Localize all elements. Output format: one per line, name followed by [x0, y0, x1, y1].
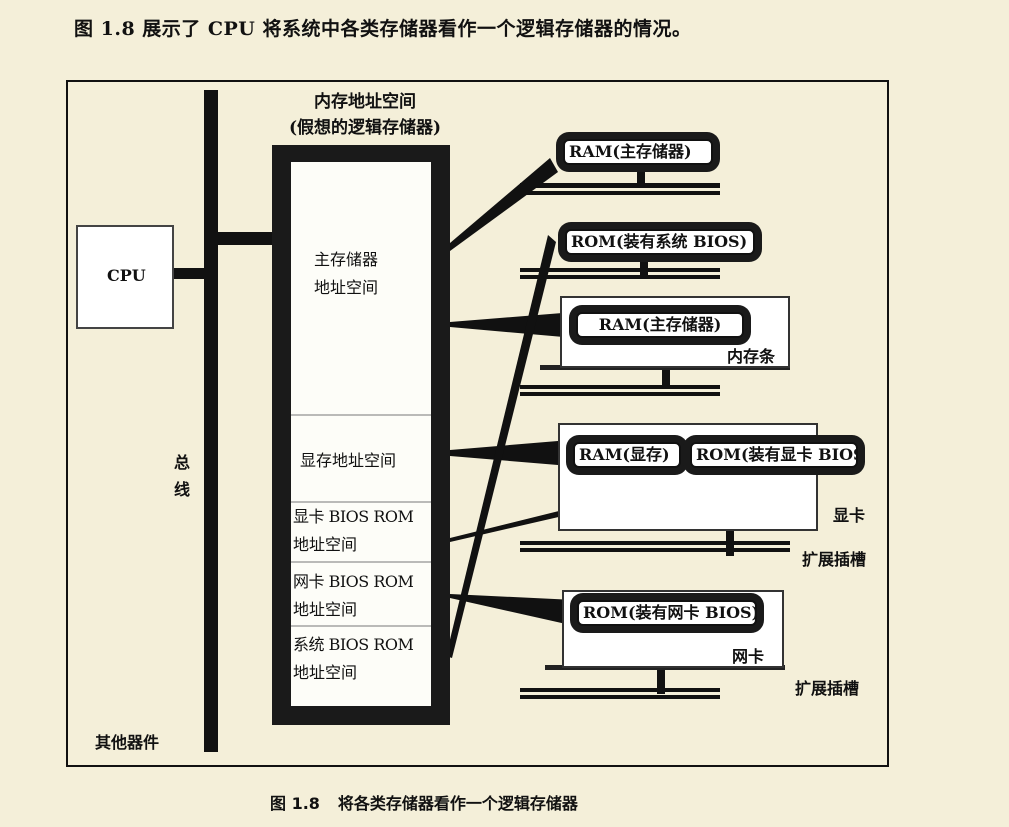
cpu-box [76, 225, 174, 329]
region-sysbios-line2: 地址空间 [293, 663, 358, 682]
slot-rom-sys-a [520, 268, 720, 272]
video-card-label: 显卡 [833, 506, 866, 525]
video-card [558, 423, 818, 531]
intro-text: 图 1.8 展示了 CPU 将系统中各类存储器看作一个逻辑存储器的情况。 [74, 18, 692, 40]
cpu-label: CPU [107, 266, 146, 285]
memspace-bus-connector [216, 232, 272, 245]
chip-rom-nic-bios: ROM(装有网卡 BIOS) [577, 600, 757, 626]
chip-rom-video-bios: ROM(装有显卡 BIOS) [690, 442, 858, 468]
figure-number: 图 1.8 [270, 794, 320, 813]
link-vram-to-ram-video [450, 440, 570, 466]
link-main-to-ram2 [450, 312, 575, 338]
region-vbios-line1: 显卡 BIOS ROM [293, 507, 414, 526]
memspace-inner [291, 162, 431, 706]
expansion-slot-2-label: 扩展插槽 [795, 679, 860, 698]
region-main-line2: 地址空间 [314, 278, 379, 297]
figure-title: 将各类存储器看作一个逻辑存储器 [337, 794, 578, 813]
chip-ram-main-1: RAM(主存储器) [563, 139, 713, 165]
memspace-title-line1: 内存地址空间 [314, 92, 416, 112]
region-nicbios-line1: 网卡 BIOS ROM [293, 572, 414, 591]
chip-rom-system-bios: ROM(装有系统 BIOS) [565, 229, 755, 255]
region-sysbios-line1: 系统 BIOS ROM [293, 635, 414, 654]
bus-label-2: 线 [174, 480, 191, 499]
bus-label-1: 总 [174, 453, 191, 472]
figure-caption: 图 1.8 将各类存储器看作一个逻辑存储器 [270, 790, 578, 814]
slot-rom-sys-b [520, 275, 720, 279]
region-main-line1: 主存储器 [314, 250, 379, 269]
link-sysbios-to-rom-system [446, 235, 556, 658]
cpu-bus-connector [172, 268, 206, 279]
figure-frame [66, 80, 889, 767]
system-bus [204, 90, 218, 752]
slot-ram1-b [520, 191, 720, 195]
memspace-title-line2: (假想的逻辑存储器) [288, 118, 442, 138]
region-vram: 显存地址空间 [300, 451, 397, 470]
region-nicbios-line2: 地址空间 [293, 600, 358, 619]
other-devices-label: 其他器件 [95, 733, 160, 752]
slot-ram1-a [520, 183, 720, 188]
chip-ram-video: RAM(显存) [573, 442, 681, 468]
network-card-label: 网卡 [732, 647, 765, 666]
region-vbios-line2: 地址空间 [293, 535, 358, 554]
link-nicbios-to-rom-nic [450, 594, 575, 626]
memory-module-label: 内存条 [727, 347, 776, 366]
expansion-slot-1-label: 扩展插槽 [802, 550, 867, 569]
chip-ram-main-2: RAM(主存储器) [576, 312, 744, 338]
link-main-to-ram1 [450, 158, 558, 251]
